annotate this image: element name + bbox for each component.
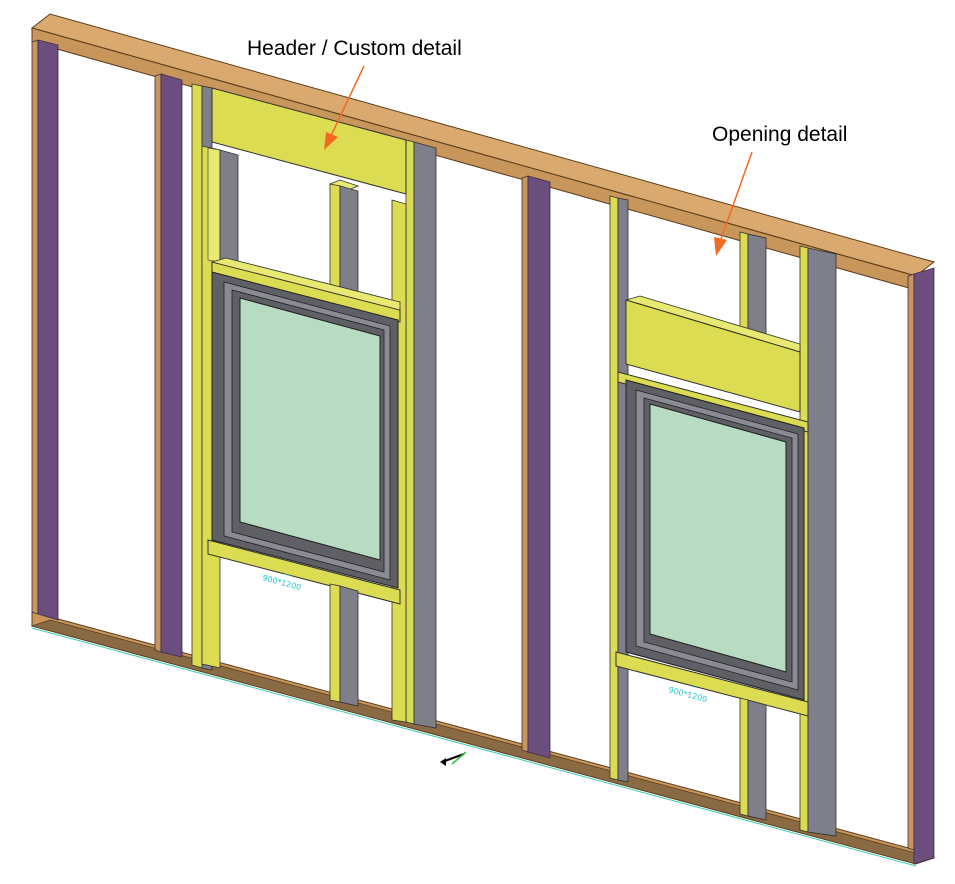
left-window (211, 271, 399, 589)
opening-callout: Opening detail (712, 123, 847, 256)
callout-arrow-icon (329, 65, 365, 139)
opening-callout-label: Opening detail (712, 123, 847, 146)
callout-arrow-icon (719, 151, 753, 243)
header-callout-label: Header / Custom detail (247, 37, 462, 60)
left-opening: — 900*1200 (191, 83, 437, 729)
right-window-tag-line1: — (689, 681, 699, 692)
ucs-axis-icon (440, 751, 467, 766)
left-header (211, 87, 407, 195)
common-studs (31, 39, 935, 865)
right-opening: — 900*1200 (609, 195, 837, 837)
header-callout: Header / Custom detail (247, 37, 462, 150)
right-window (625, 379, 805, 701)
top-plate (30, 13, 936, 291)
left-window-tag-line1: — (282, 569, 292, 580)
